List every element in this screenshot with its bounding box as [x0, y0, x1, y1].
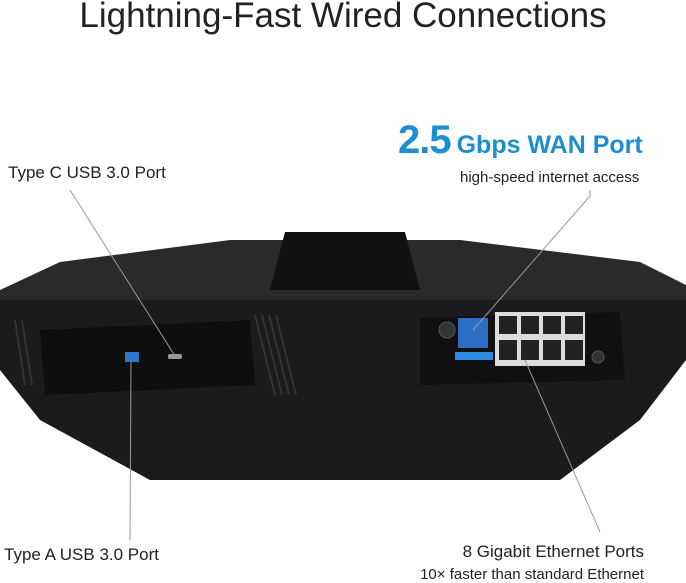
usb-a-port	[125, 352, 139, 362]
type-c-leader	[69, 189, 176, 357]
lan-port-jacks	[499, 316, 583, 360]
page-title: Lightning-Fast Wired Connections	[79, 0, 607, 35]
ethernet-label: 8 Gigabit Ethernet Ports	[462, 542, 644, 561]
usb-c-port	[168, 354, 182, 359]
wan-subtitle: high-speed internet access	[460, 169, 640, 186]
wan-label: Gbps WAN Port	[456, 131, 643, 159]
power-button	[438, 321, 456, 339]
router-top-center	[270, 232, 420, 290]
ethernet-subtitle: 10× faster than standard Ethernet	[420, 566, 644, 583]
type-a-leader	[129, 361, 132, 541]
wan-speed: 2.5	[398, 118, 452, 162]
wan-port-label	[455, 352, 493, 360]
type-c-label: Type C USB 3.0 Port	[8, 163, 166, 182]
type-a-label: Type A USB 3.0 Port	[4, 545, 159, 564]
dc-power-jack	[591, 350, 605, 364]
wan-leader	[472, 190, 591, 331]
ethernet-leader	[524, 359, 601, 533]
usb-panel	[40, 320, 255, 395]
vents	[14, 314, 297, 396]
wan-port	[458, 318, 488, 348]
